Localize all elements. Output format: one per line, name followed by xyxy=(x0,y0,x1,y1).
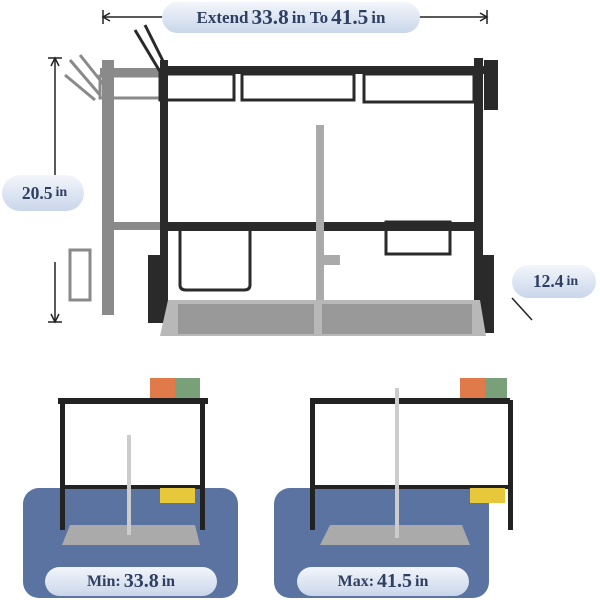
min-prefix: Min: xyxy=(86,572,121,590)
depth-value: 12.4 xyxy=(532,271,564,291)
depth-arrow xyxy=(511,297,533,321)
height-value: 20.5 xyxy=(21,182,53,203)
depth-unit: in xyxy=(566,273,579,289)
max-width-value: 41.5 xyxy=(331,5,369,29)
height-arrow xyxy=(48,56,62,324)
mini-rack-max xyxy=(310,378,513,545)
max-width-label: Max: 41.5 in xyxy=(297,567,469,596)
mini-rack-min xyxy=(58,378,208,545)
height-unit: in xyxy=(55,185,68,200)
min-unit: in xyxy=(161,572,176,590)
rack-extended-ghost xyxy=(64,54,180,315)
label-unit: in To xyxy=(291,7,329,27)
label-prefix: Extend xyxy=(196,7,249,27)
sink xyxy=(160,300,486,336)
min-width-label: Min: 33.8 in xyxy=(45,567,217,596)
min-value: 33.8 xyxy=(123,570,159,592)
max-unit: in xyxy=(415,572,429,590)
width-range-label: Extend 33.8 in To 41.5 in xyxy=(162,2,420,33)
max-prefix: Max: xyxy=(337,572,375,590)
min-width-value: 33.8 xyxy=(251,5,289,29)
height-label: 20.5 in xyxy=(2,175,84,211)
faucet xyxy=(316,125,340,305)
max-value: 41.5 xyxy=(377,570,413,592)
label-unit: in xyxy=(371,7,386,27)
depth-label: 12.4 in xyxy=(512,265,596,298)
